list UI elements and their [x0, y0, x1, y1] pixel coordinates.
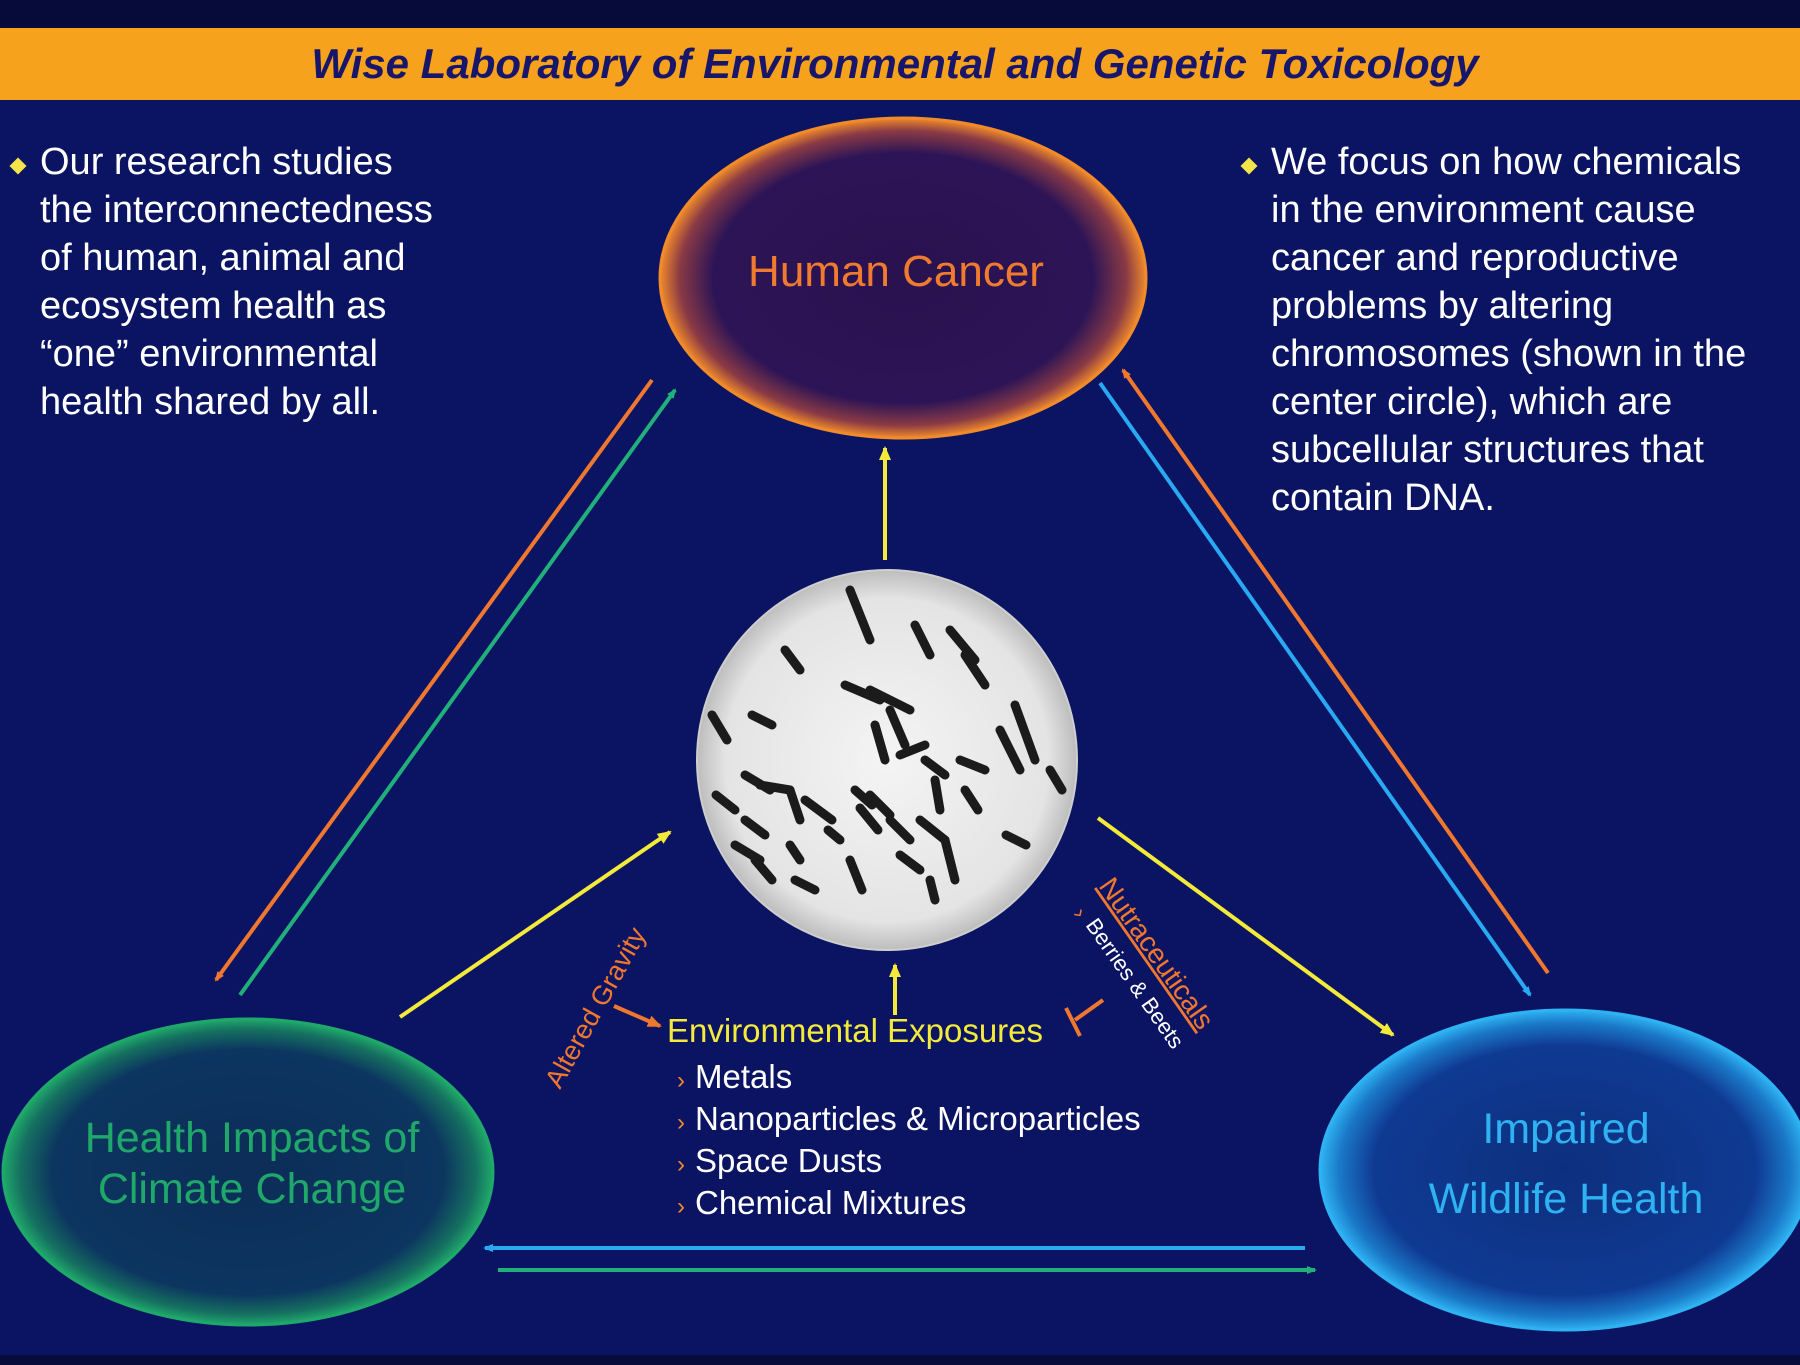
- climate-change-node: [1, 1017, 495, 1327]
- altered-gravity-label: Altered Gravity: [539, 922, 652, 1093]
- right-description-line: cancer and reproductive: [1271, 237, 1679, 279]
- chromosome-mark: [940, 835, 960, 885]
- left-description-line: Our research studies: [40, 141, 393, 183]
- chromosome-mark: [910, 620, 935, 660]
- chromosome-mark: [960, 785, 983, 815]
- chromosome-mark: [865, 790, 895, 820]
- right-description-line: problems by altering: [1271, 285, 1614, 327]
- chevron-right-icon: ›: [677, 1151, 685, 1178]
- top-edge: [0, 0, 1800, 28]
- left-description: Our research studies the interconnectedn…: [40, 138, 433, 426]
- nutraceuticals-inhibition-bar: [1064, 1007, 1082, 1037]
- chromosome-mark: [925, 875, 940, 905]
- chevron-right-icon: ›: [677, 1193, 685, 1220]
- chromosome-mark: [785, 840, 805, 865]
- chromosome-mark: [755, 780, 795, 795]
- nutraceuticals-inhibition-line: [1073, 998, 1105, 1022]
- chromosome-circle: [696, 569, 1078, 951]
- chromosome-mark: [895, 740, 930, 760]
- chromosome-mark: [920, 755, 950, 780]
- arrow-center-to-wildlife: [1096, 816, 1395, 1037]
- climate-label-line-2: Climate Change: [98, 1165, 406, 1213]
- chromosome-mark: [707, 710, 732, 745]
- chromosome-mark: [740, 815, 770, 840]
- chromosome-mark: [870, 720, 890, 765]
- left-description-line: of human, animal and: [40, 237, 406, 279]
- arrow-climate-to-center: [398, 830, 672, 1019]
- chromosome-mark: [840, 680, 885, 705]
- wildlife-label-line-1: Impaired: [1482, 1105, 1649, 1153]
- right-description-line: contain DNA.: [1271, 477, 1495, 519]
- wildlife-label-line-2: Wildlife Health: [1429, 1175, 1704, 1223]
- exposures-list: ›Metals ›Nanoparticles & Microparticles …: [677, 1056, 1141, 1224]
- exposure-item: › Nanoparticles & Microparticles: [677, 1098, 1141, 1140]
- arrow-altered-gravity: [613, 1004, 662, 1028]
- chromosome-mark: [930, 775, 945, 815]
- chromosome-mark: [1045, 765, 1067, 795]
- chromosome-mark: [850, 785, 877, 810]
- right-description-line: in the environment cause: [1271, 189, 1696, 231]
- arrow-cancer-to-wildlife: [1098, 381, 1532, 997]
- arrow-cancer-to-climate: [214, 378, 654, 982]
- exposure-item: › Chemical Mixtures: [677, 1182, 1141, 1224]
- chromosome-mark: [945, 625, 980, 665]
- chromosome-mark: [1010, 700, 1040, 765]
- exposure-item-label: Chemical Mixtures: [695, 1184, 967, 1221]
- arrow-wildlife-to-cancer: [1121, 368, 1550, 975]
- exposure-item: › Metals: [677, 1056, 1141, 1098]
- human-cancer-node: [658, 116, 1148, 440]
- wildlife-health-node: [1318, 1008, 1800, 1332]
- chromosome-mark: [711, 790, 740, 815]
- climate-label-line-1: Health Impacts of: [85, 1114, 421, 1162]
- chevron-right-icon: ›: [677, 1109, 685, 1136]
- left-description-line: health shared by all.: [40, 381, 381, 423]
- chromosome-mark: [960, 650, 990, 690]
- title-banner: Wise Laboratory of Environmental and Gen…: [0, 28, 1800, 100]
- chromosome-mark: [1001, 830, 1031, 850]
- chromosome-mark: [915, 815, 950, 845]
- chromosome-mark: [895, 850, 925, 875]
- chromosome-mark: [955, 755, 990, 775]
- right-description-line: center circle), which are: [1271, 381, 1673, 423]
- exposure-item-label: Space Dusts: [695, 1142, 883, 1179]
- chromosome-mark: [800, 795, 837, 825]
- bottom-edge: [0, 1355, 1800, 1365]
- human-cancer-label: Human Cancer: [748, 247, 1044, 296]
- chromosome-mark: [823, 825, 845, 845]
- chromosome-mark: [785, 785, 805, 825]
- arrow-climate-to-cancer: [238, 388, 677, 997]
- banner-title: Wise Laboratory of Environmental and Gen…: [311, 40, 1479, 87]
- right-description: We focus on how chemicals in the environ…: [1271, 138, 1746, 522]
- exposures-title: Environmental Exposures: [667, 1012, 1044, 1049]
- chromosome-mark: [885, 815, 915, 845]
- chromosome-mark: [885, 705, 910, 750]
- right-description-line: chromosomes (shown in the: [1271, 333, 1747, 375]
- chromosome-mark: [845, 585, 875, 645]
- left-description-line: ecosystem health as: [40, 285, 387, 327]
- exposure-item-label: Metals: [695, 1058, 793, 1095]
- left-description-line: “one” environmental: [40, 333, 378, 375]
- right-description-line: subcellular structures that: [1271, 429, 1704, 471]
- right-description-line: We focus on how chemicals: [1271, 141, 1742, 183]
- chevron-right-icon: ›: [677, 1067, 685, 1094]
- chromosome-mark: [845, 855, 867, 895]
- chromosome-mark: [747, 710, 777, 730]
- chromosome-mark: [750, 855, 777, 885]
- chromosome-mark: [995, 725, 1025, 775]
- nutraceuticals-bullet-icon: ›: [1068, 903, 1093, 923]
- chromosome-mark: [780, 645, 805, 675]
- exposure-item: › Space Dusts: [677, 1140, 1141, 1182]
- chromosome-mark: [865, 685, 915, 715]
- chromosome-mark: [855, 803, 883, 835]
- chromosome-mark: [790, 875, 820, 895]
- left-description-line: the interconnectedness: [40, 189, 433, 231]
- exposure-item-label: Nanoparticles & Microparticles: [695, 1100, 1141, 1137]
